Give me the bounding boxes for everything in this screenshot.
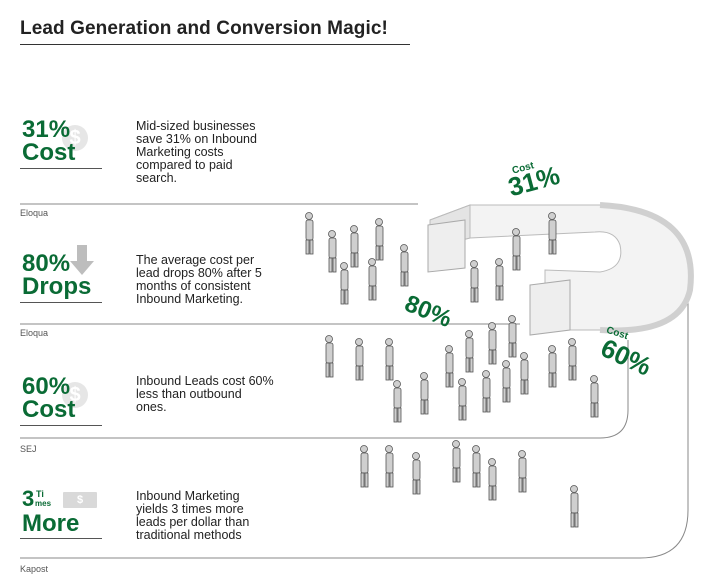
stat-description: Inbound Leads cost 60% less than outboun… — [136, 375, 274, 414]
down-arrow-icon — [70, 245, 94, 275]
stat-description: Mid-sized businesses save 31% on Inbound… — [136, 120, 257, 185]
stat-underline — [20, 425, 102, 426]
stat-word: Cost — [22, 396, 76, 423]
description-line: The average cost per — [136, 253, 255, 267]
source-label: Eloqua — [20, 328, 49, 338]
stat-number: 80% — [22, 250, 71, 277]
source-label: Kapost — [20, 564, 49, 574]
stat-underline — [20, 538, 102, 539]
dollar-coin-icon: $ — [62, 125, 88, 151]
description-line: Marketing costs — [136, 145, 224, 159]
description-line: months of consistent — [136, 279, 251, 293]
stat-superscript: Ti — [36, 489, 44, 499]
description-line: Inbound Leads cost 60% — [136, 374, 274, 388]
stat-word: More — [22, 510, 80, 537]
description-line: lead drops 80% after 5 — [136, 266, 262, 280]
description-line: Inbound Marketing. — [136, 292, 244, 306]
stat-underline — [20, 302, 102, 303]
description-line: compared to paid — [136, 158, 233, 172]
stat-number: 60% — [22, 373, 71, 400]
description-line: less than outbound — [136, 387, 242, 401]
source-label: Eloqua — [20, 208, 49, 218]
stat-word: Cost — [22, 139, 76, 166]
dollar-bill-icon: $ — [63, 492, 97, 508]
stat-subscript: mes — [35, 499, 52, 508]
description-line: save 31% on Inbound — [136, 132, 257, 146]
stat-number: 31% — [22, 116, 71, 143]
dollar-coin-icon: $ — [62, 382, 88, 408]
description-line: search. — [136, 171, 177, 185]
page-title: Lead Generation and Conversion Magic! — [20, 18, 388, 39]
description-line: yields 3 times more — [136, 502, 244, 516]
source-label: SEJ — [20, 444, 37, 454]
description-line: leads per dollar than — [136, 515, 250, 529]
description-line: traditional methods — [136, 528, 242, 542]
stat-description: Inbound Marketing yields 3 times more le… — [136, 490, 249, 542]
description-line: Mid-sized businesses — [136, 119, 256, 133]
title-underline — [20, 44, 410, 45]
people-crowd — [305, 212, 599, 528]
stat-description: The average cost per lead drops 80% afte… — [136, 254, 262, 306]
stat-number: 3 — [22, 486, 35, 511]
description-line: Inbound Marketing — [136, 489, 240, 503]
stat-word: Drops — [22, 273, 92, 300]
stat-underline — [20, 168, 102, 169]
description-line: ones. — [136, 400, 167, 414]
